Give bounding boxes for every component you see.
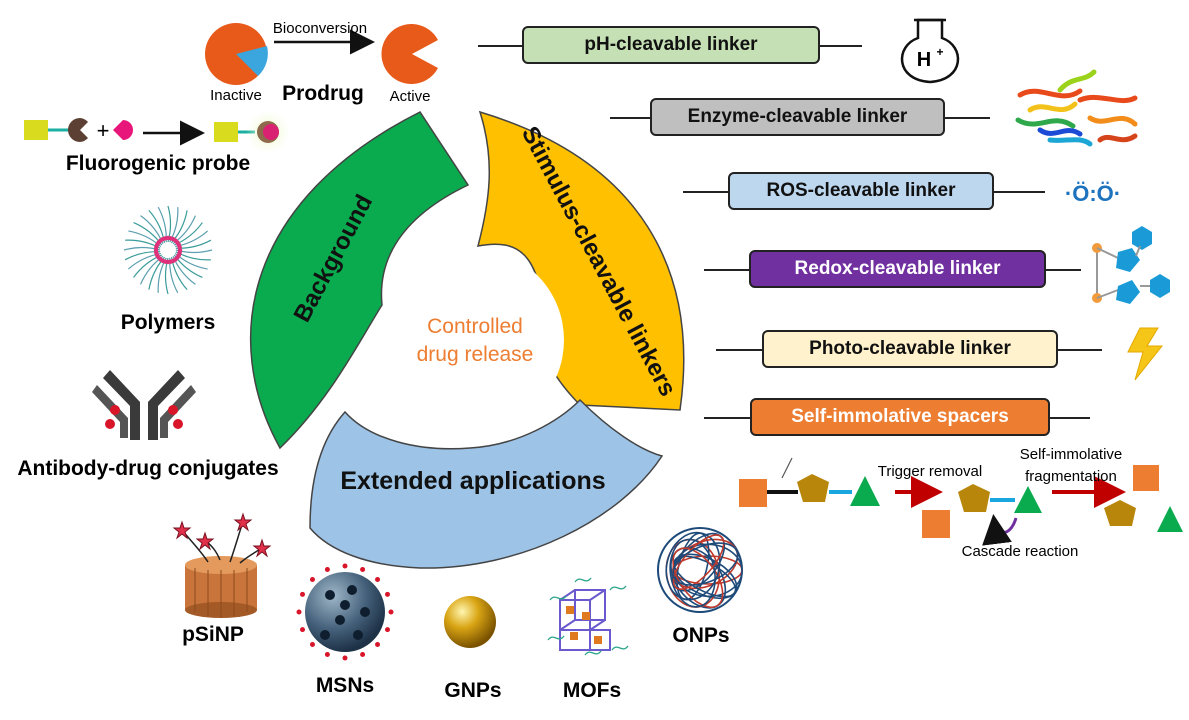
msn-icon bbox=[296, 563, 394, 661]
segment-background bbox=[249, 111, 470, 450]
enzyme-protein-icon bbox=[1015, 69, 1138, 147]
ros-icon: ·Ö:Ö· bbox=[1065, 181, 1121, 206]
prodrug-active-icon bbox=[381, 24, 438, 85]
self-immolative-scheme bbox=[739, 457, 1183, 546]
self-immolative-box: Self-immolative spacers bbox=[750, 398, 1050, 436]
ros-linker-box: ROS-cleavable linker bbox=[728, 172, 994, 210]
enzyme-linker-box: Enzyme-cleavable linker bbox=[650, 98, 945, 136]
redox-disulfide-icon bbox=[1092, 226, 1170, 304]
onp-icon bbox=[657, 527, 743, 613]
photo-linker-box: Photo-cleavable linker bbox=[762, 330, 1058, 368]
center-title-line1: Controlled bbox=[427, 315, 523, 338]
fragmentation-label-1: Self-immolative bbox=[1020, 446, 1123, 463]
segment-extended bbox=[309, 398, 664, 569]
onps-label: ONPs bbox=[672, 624, 729, 647]
prodrug-title: Prodrug bbox=[282, 82, 364, 105]
mof-icon bbox=[547, 577, 629, 656]
active-label: Active bbox=[390, 88, 431, 105]
antibody-icon bbox=[92, 370, 196, 440]
svg-text:+: + bbox=[97, 118, 110, 143]
psinp-label: pSiNP bbox=[182, 623, 244, 646]
gnps-label: GNPs bbox=[444, 679, 501, 702]
prodrug-inactive-icon bbox=[205, 23, 268, 85]
ph-linker-box: pH-cleavable linker bbox=[522, 26, 820, 64]
lightning-icon bbox=[1127, 327, 1164, 381]
gnp-icon bbox=[444, 596, 496, 648]
fluorogenic-probe-icon: + bbox=[24, 110, 290, 154]
cascade-reaction-label: Cascade reaction bbox=[962, 543, 1079, 560]
svg-text:H: H bbox=[917, 49, 931, 71]
fragmentation-label-2: fragmentation bbox=[1025, 468, 1117, 485]
svg-text:+: + bbox=[936, 45, 943, 59]
psinp-icon bbox=[172, 512, 272, 618]
bioconversion-label: Bioconversion bbox=[273, 20, 367, 37]
trigger-removal-label: Trigger removal bbox=[878, 463, 982, 480]
polymer-micelle-icon bbox=[123, 205, 213, 295]
center-circle bbox=[380, 248, 564, 432]
extended-label: Extended applications bbox=[340, 467, 605, 495]
svg-text:·Ö:Ö·: ·Ö:Ö· bbox=[1065, 181, 1121, 206]
center-title-line2: drug release bbox=[417, 343, 534, 366]
mofs-label: MOFs bbox=[563, 679, 621, 702]
flask-icon: H + bbox=[900, 18, 960, 84]
msns-label: MSNs bbox=[316, 674, 374, 697]
adc-label: Antibody-drug conjugates bbox=[17, 457, 278, 480]
polymers-label: Polymers bbox=[121, 311, 216, 334]
redox-linker-box: Redox-cleavable linker bbox=[749, 250, 1046, 288]
inactive-label: Inactive bbox=[210, 87, 262, 104]
fluorogenic-probe-label: Fluorogenic probe bbox=[66, 152, 250, 175]
